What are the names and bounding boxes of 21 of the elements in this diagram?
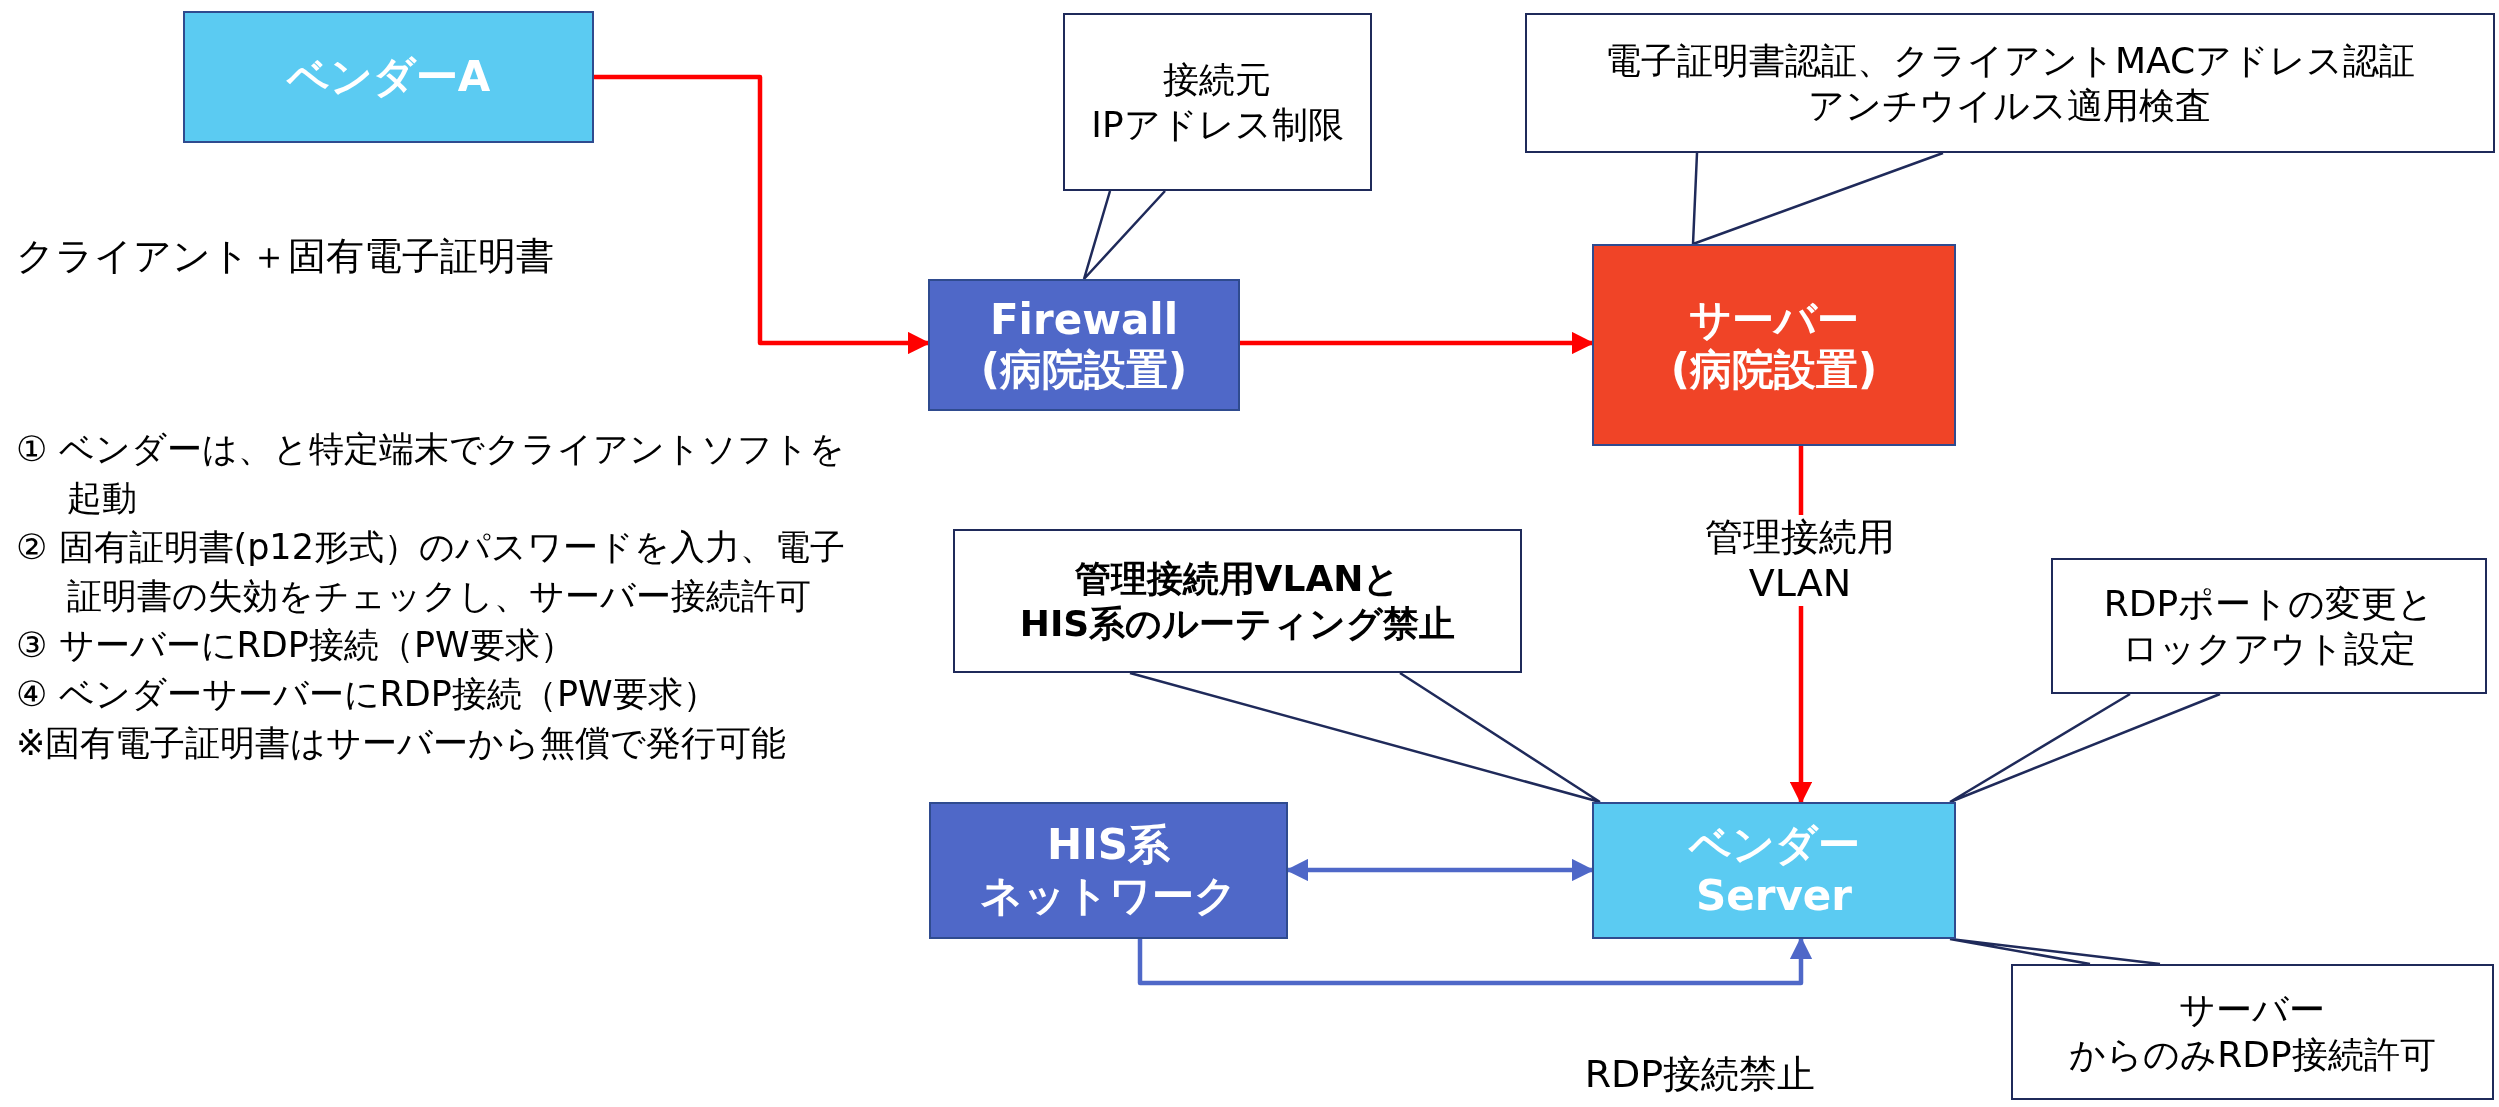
vendor-box: ベンダーA <box>183 11 594 143</box>
caption-text: クライアント＋固有電子証明書 <box>16 233 554 280</box>
step-text: ③ サーバーにRDP接続（PW要求） <box>16 624 576 667</box>
callout-box: 接続元IPアドレス制限 <box>1063 13 1372 191</box>
note-text: ※固有電子証明書はサーバーから無償で発行可能 <box>16 722 788 765</box>
server-box: サーバー (病院設置) <box>1592 244 1956 446</box>
leader-line <box>1082 189 1167 281</box>
leader-line <box>1128 671 1602 804</box>
step-text: ④ ベンダーサーバーにRDP接続（PW要求） <box>16 673 719 716</box>
network-box: HIS系ネットワーク <box>929 802 1288 939</box>
firewall-box: Firewall (病院設置) <box>928 279 1240 411</box>
server-box: ベンダー Server <box>1592 802 1956 939</box>
leader-line <box>1948 937 2162 966</box>
leader-line <box>1691 151 1945 246</box>
step-text: ② 固有証明書(p12形式）のパスワードを入力、電子証明書の失効をチェックし、サーバー接続許可 <box>16 526 846 618</box>
callout-box: サーバーからのみRDP接続許可 <box>2011 964 2494 1100</box>
callout-box: RDPポートの変更とロックアウト設定 <box>2051 558 2487 694</box>
leader-line <box>1948 692 2222 804</box>
step-text: ① ベンダーは、と特定端末でクライアントソフトを起動 <box>16 428 846 520</box>
callout-box: 電子証明書認証、クライアントMACアドレス認証アンチウイルス適用検査 <box>1525 13 2495 153</box>
callout-box: 管理接続用VLANとHIS系のルーティング禁止 <box>953 529 1522 673</box>
